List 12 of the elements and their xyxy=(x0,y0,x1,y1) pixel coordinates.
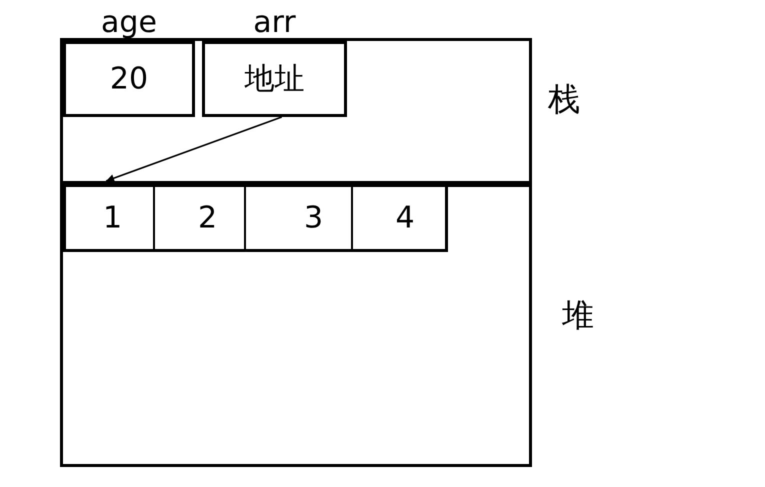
element-value: 4 xyxy=(395,202,415,234)
element-value: 3 xyxy=(304,202,324,234)
region-label: 栈 xyxy=(548,82,580,118)
element-value: 2 xyxy=(198,202,218,234)
element-value: 1 xyxy=(102,202,122,234)
variable-name: arr xyxy=(253,7,296,38)
memory-region-box xyxy=(60,181,532,467)
arrow xyxy=(106,116,282,182)
variable-value: 地址 xyxy=(244,62,304,96)
variable-name: age xyxy=(101,7,157,38)
region-label: 堆 xyxy=(562,298,594,334)
variable-value: 20 xyxy=(110,62,148,96)
